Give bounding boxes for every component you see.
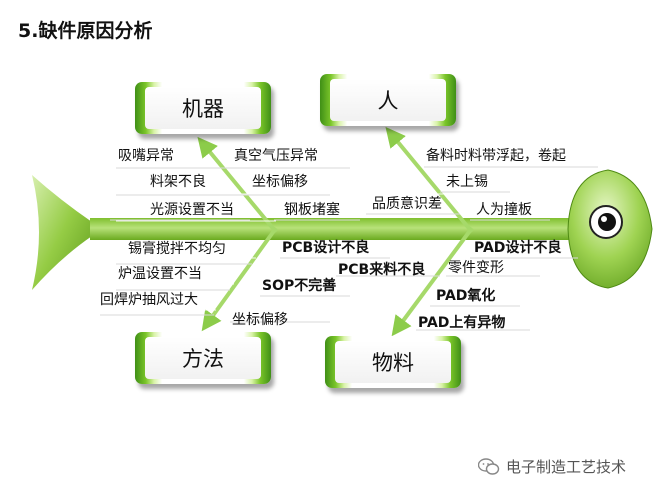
- category-label-material: 物料: [335, 341, 451, 383]
- cause-label: 锡膏搅拌不均匀: [128, 241, 226, 257]
- watermark-text: 电子制造工艺技术: [506, 458, 627, 476]
- cause-label: 钢板堵塞: [284, 202, 340, 218]
- cause-label: PCB来料不良: [338, 262, 426, 278]
- category-box-method: 方法: [135, 332, 271, 384]
- category-label-method: 方法: [145, 337, 261, 379]
- cause-label: PAD氧化: [436, 288, 496, 304]
- cause-label: SOP不完善: [262, 278, 337, 294]
- fish-tail: [32, 175, 92, 290]
- wechat-icon: [478, 457, 500, 475]
- cause-label: 备料时料带浮起，卷起: [426, 148, 566, 164]
- cause-label: 回焊炉抽风过大: [100, 292, 198, 308]
- cause-label: 料架不良: [150, 174, 206, 190]
- cause-label: PCB设计不良: [282, 240, 370, 256]
- cause-label: PAD上有异物: [418, 315, 506, 331]
- bone-machine: [197, 136, 278, 234]
- cause-label: 炉温设置不当: [118, 266, 202, 282]
- bone-material: [391, 226, 474, 337]
- category-box-person: 人: [320, 74, 456, 126]
- cause-label: 坐标偏移: [252, 174, 308, 190]
- cause-label: 未上锡: [446, 174, 488, 190]
- watermark: 电子制造工艺技术: [478, 456, 626, 477]
- cause-label: 吸嘴异常: [118, 148, 174, 164]
- page-title: 5.缺件原因分析: [18, 20, 153, 42]
- category-box-material: 物料: [325, 336, 461, 388]
- cause-label: 品质意识差: [372, 196, 442, 212]
- cause-label: 坐标偏移: [232, 312, 288, 328]
- category-box-machine: 机器: [135, 82, 271, 134]
- cause-label: 光源设置不当: [150, 202, 234, 218]
- bone-method: [201, 226, 278, 332]
- cause-label: 真空气压异常: [234, 148, 318, 164]
- category-label-person: 人: [330, 79, 446, 121]
- cause-label: PAD设计不良: [474, 240, 562, 256]
- fish-spine: [90, 218, 575, 240]
- cause-label: 零件变形: [448, 260, 504, 276]
- category-label-machine: 机器: [145, 87, 261, 129]
- bone-person: [385, 126, 474, 234]
- cause-label: 人为撞板: [476, 202, 532, 218]
